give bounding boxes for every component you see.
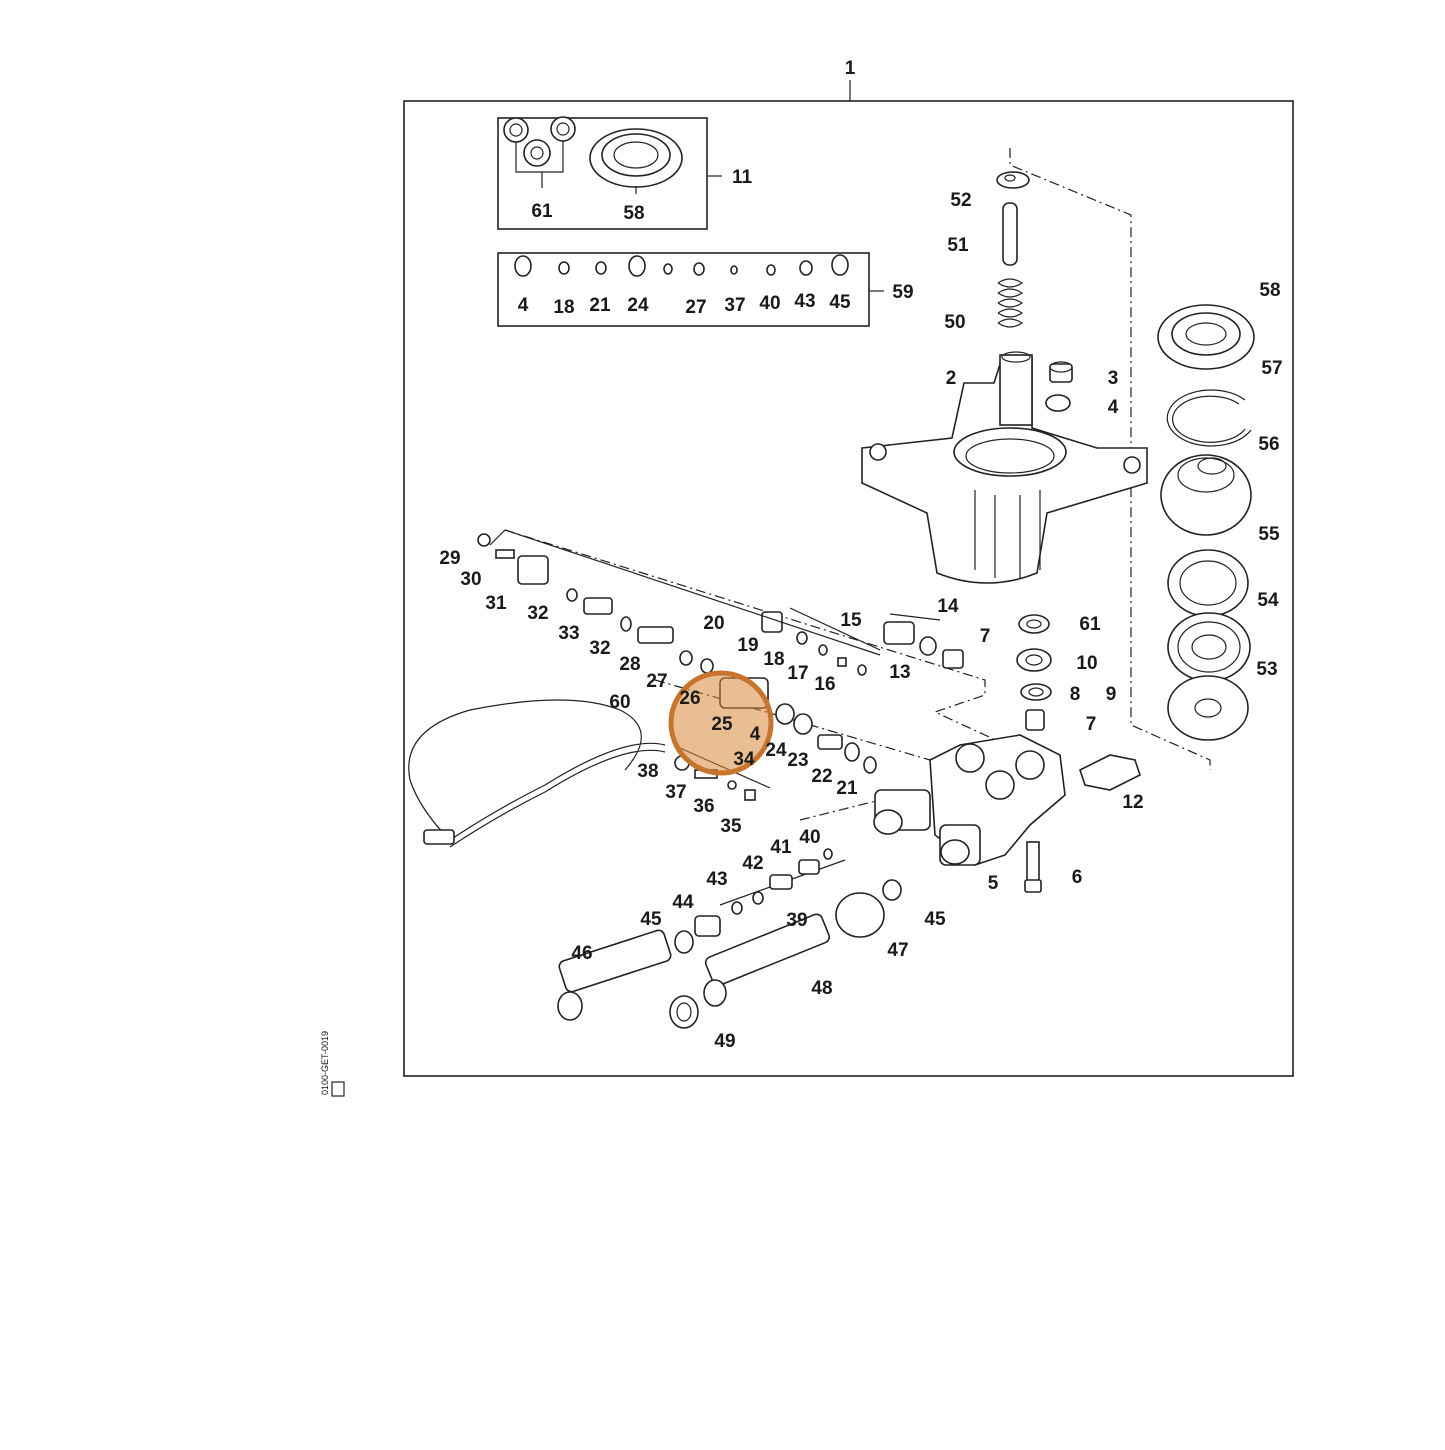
oring-kit-content-1[interactable]: 18 [553,297,574,318]
callout[interactable]: 10 [1076,653,1097,674]
callout[interactable]: 16 [814,674,835,695]
callout[interactable]: 55 [1258,524,1280,545]
middle-small-parts [1016,614,1052,731]
seal-kit-content-0[interactable]: 61 [531,201,553,222]
callout[interactable]: 4 [1108,397,1119,418]
callout[interactable]: 7 [980,626,991,647]
right-stack-parts [1157,304,1255,741]
side-code-box [331,1081,345,1097]
callout[interactable]: 36 [693,796,714,817]
callout[interactable]: 41 [770,837,792,858]
oring-kit-content-6[interactable]: 40 [759,293,780,314]
callout[interactable]: 34 [733,749,755,770]
oring-kit-content-7[interactable]: 43 [794,291,815,312]
manifold-head [873,734,1066,866]
callout[interactable]: 25 [711,714,733,735]
oring-kit-content-2[interactable]: 21 [589,295,611,316]
callout[interactable]: 42 [742,853,763,874]
callout[interactable]: 32 [589,638,610,659]
callout[interactable]: 17 [787,663,808,684]
seal-kit-label[interactable]: 11 [732,167,753,188]
callout[interactable]: 12 [1122,792,1143,813]
callout[interactable]: 45 [924,909,946,930]
bolt-and-fitting [1024,754,1141,893]
callout[interactable]: 24 [765,740,787,761]
callout[interactable]: 31 [485,593,507,614]
seal-kit-parts [503,116,683,194]
callout[interactable]: 23 [787,750,808,771]
assembly-frame [403,100,1294,1077]
seal-kit-content-1[interactable]: 58 [623,203,644,224]
oring-kit-box [497,252,870,327]
callout[interactable]: 46 [571,943,592,964]
callout[interactable]: 43 [706,869,727,890]
callout[interactable]: 48 [811,978,832,999]
callout[interactable]: 29 [439,548,460,569]
callout[interactable]: 32 [527,603,548,624]
callout[interactable]: 9 [1106,684,1117,705]
callout[interactable]: 37 [665,782,686,803]
callout[interactable]: 27 [646,671,667,692]
highlight-circle [668,670,774,776]
callout[interactable]: 26 [679,688,700,709]
callout[interactable]: 44 [672,892,694,913]
callout[interactable]: 49 [714,1031,735,1052]
callout[interactable]: 60 [609,692,630,713]
callout[interactable]: 15 [840,610,862,631]
callout[interactable]: 51 [947,235,969,256]
callout[interactable]: 5 [988,873,999,894]
seal-kit-box [497,117,708,230]
oring-kit-content-0[interactable]: 4 [518,295,529,316]
callout[interactable]: 57 [1261,358,1282,379]
callout[interactable]: 53 [1256,659,1277,680]
callout[interactable]: 30 [460,569,481,590]
pump-housing [861,351,1148,584]
callout[interactable]: 39 [786,910,807,931]
callout[interactable]: 7 [1086,714,1097,735]
callout[interactable]: 14 [937,596,959,617]
callout[interactable]: 33 [558,623,579,644]
callout[interactable]: 61 [1079,614,1101,635]
oring-kit-contents: 4 18 21 24 27 37 40 43 45 [518,291,851,318]
callout[interactable]: 18 [763,649,784,670]
callout[interactable]: 28 [619,654,640,675]
callout[interactable]: 22 [811,766,832,787]
callout[interactable]: 2 [946,368,957,389]
callout[interactable]: 38 [637,761,658,782]
callout[interactable]: 19 [737,635,758,656]
callout[interactable]: 4 [750,724,761,745]
callout[interactable]: 3 [1108,368,1119,389]
oring-kit-content-4[interactable]: 27 [685,297,706,318]
callout-labels: 52 51 50 2 3 4 58 57 56 55 54 53 29 30 3… [439,190,1282,1052]
plug-and-oring [1045,361,1073,412]
oring-kit-content-5[interactable]: 37 [724,295,745,316]
callout[interactable]: 47 [887,940,908,961]
oring-kit-label[interactable]: 59 [892,282,913,303]
oring-kit-parts [514,254,849,277]
hose [408,699,666,848]
callout[interactable]: 45 [640,909,662,930]
left-valve-parts [477,533,964,801]
callout[interactable]: 56 [1258,434,1279,455]
side-code: 0100-GET-0019 [320,1031,330,1095]
callout[interactable]: 20 [703,613,724,634]
oring-kit-content-8[interactable]: 45 [829,292,851,313]
callout[interactable]: 6 [1072,867,1083,888]
oring-kit-content-3[interactable]: 24 [627,295,649,316]
callout[interactable]: 8 [1070,684,1081,705]
callout[interactable]: 52 [950,190,971,211]
lower-parts [557,848,902,1029]
callout[interactable]: 40 [799,827,820,848]
pump-top-parts [996,171,1030,328]
callout[interactable]: 21 [836,778,858,799]
callout[interactable]: 50 [944,312,965,333]
callout[interactable]: 13 [889,662,910,683]
callout[interactable]: 54 [1257,590,1279,611]
assembly-label[interactable]: 1 [845,58,856,79]
callout[interactable]: 58 [1259,280,1280,301]
callout[interactable]: 35 [720,816,742,837]
